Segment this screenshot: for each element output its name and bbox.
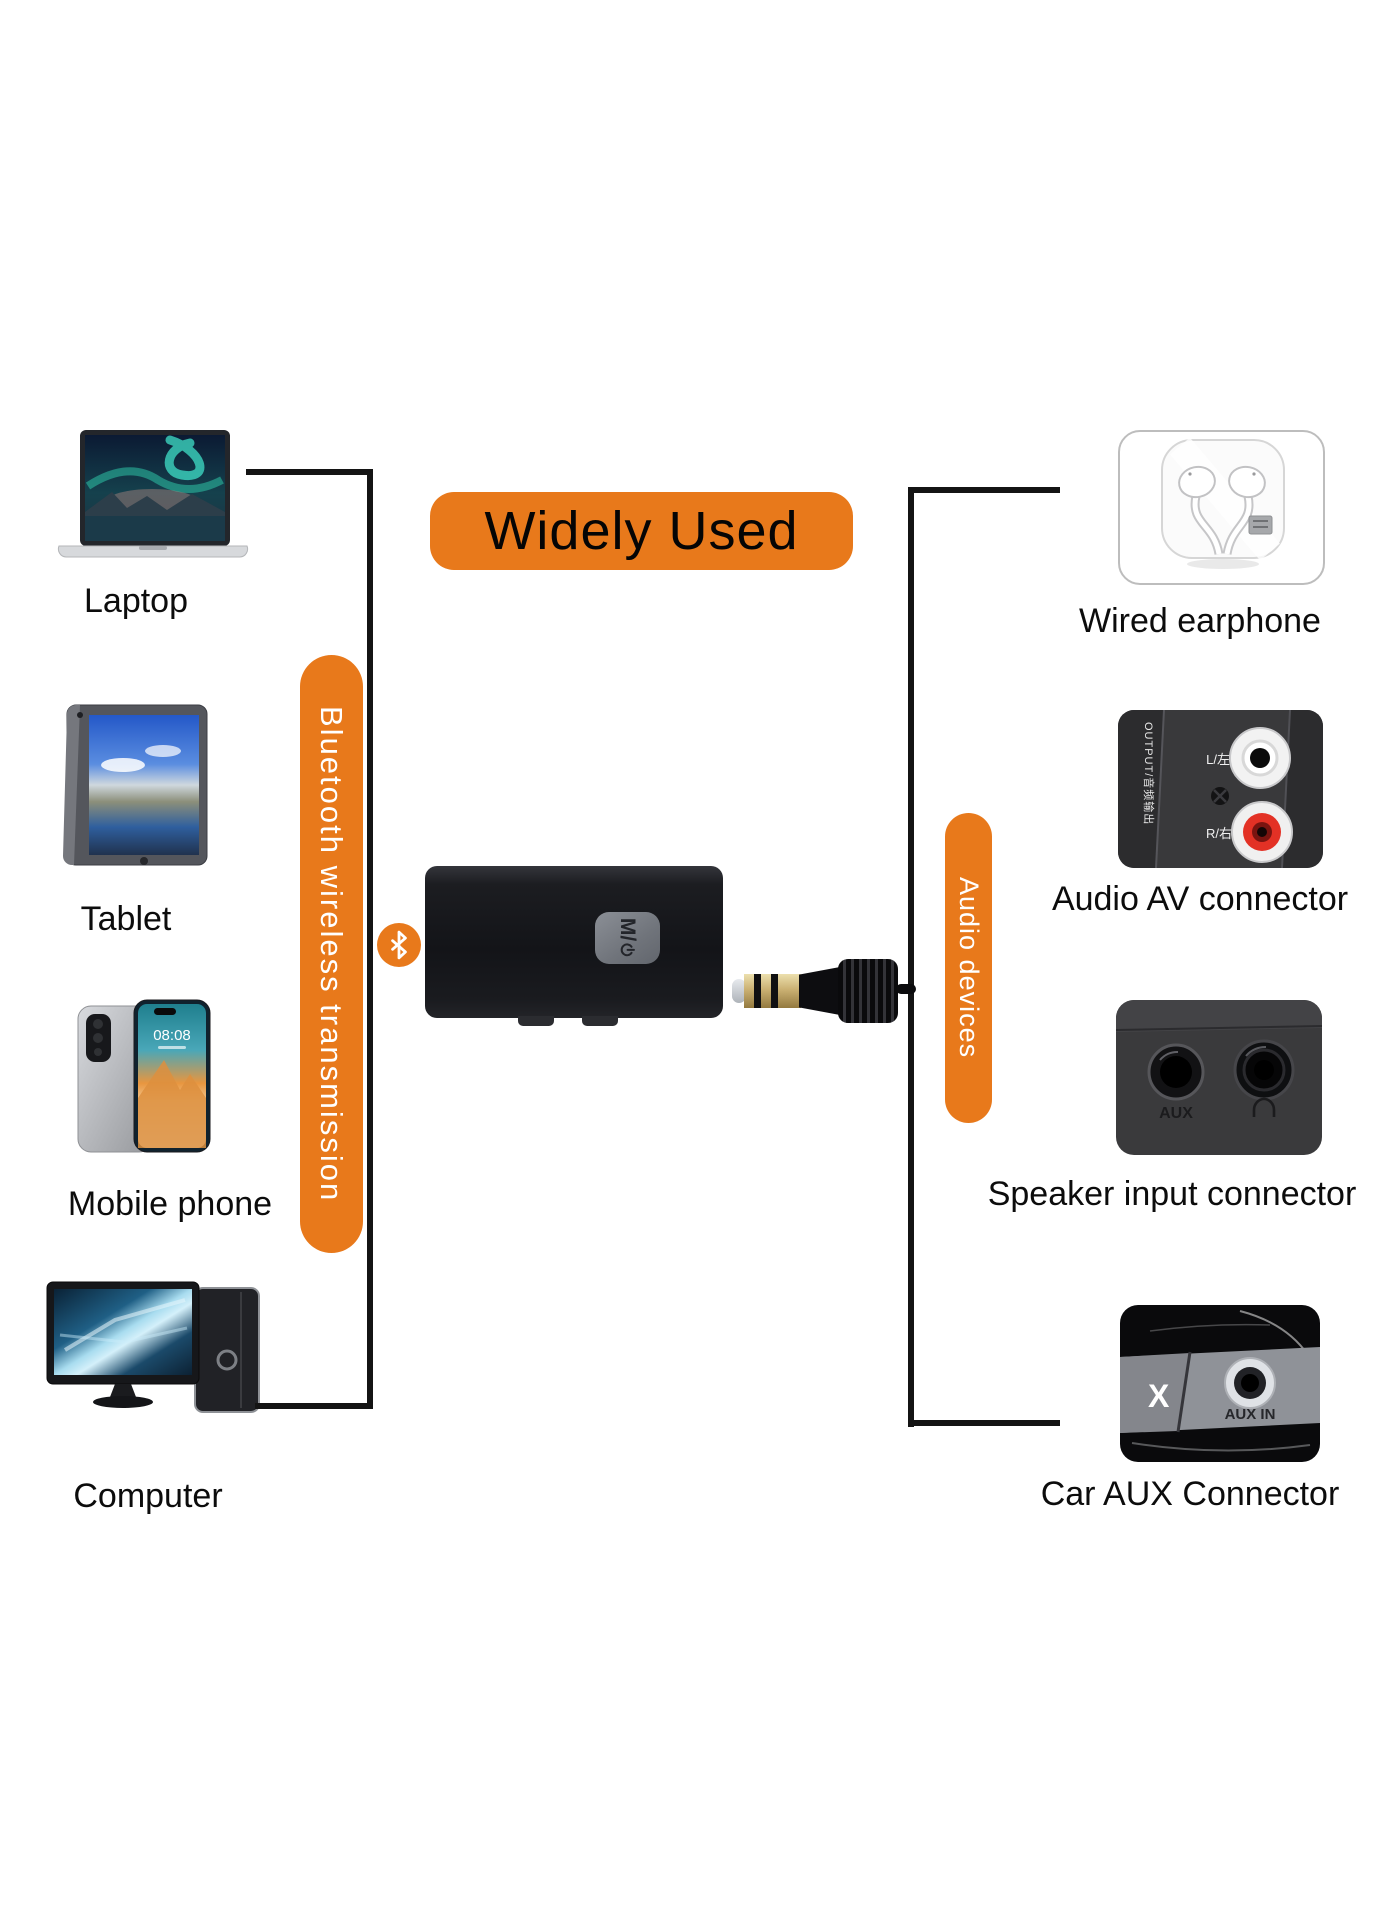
car-aux-in-label: AUX IN <box>1225 1406 1276 1423</box>
aux-plug-shaft <box>744 974 801 1008</box>
car-aux-connector-label: Car AUX Connector <box>1040 1475 1340 1513</box>
bluetooth-icon <box>377 923 421 967</box>
av-right-label: R/右 <box>1206 826 1232 841</box>
adapter-clip <box>518 1016 554 1026</box>
left-bracket-bottom-stub <box>255 1403 373 1409</box>
aux-plug-tip <box>732 979 746 1003</box>
title-text: Widely Used <box>484 501 799 561</box>
mobile-phone-icon: 08:08 <box>77 999 211 1153</box>
tablet-image <box>63 703 213 874</box>
aux-plug-cone <box>799 967 840 1015</box>
wired-earphone-image <box>1118 430 1325 585</box>
laptop-label: Laptop <box>84 582 188 620</box>
mobile-phone-label: Mobile phone <box>67 1185 273 1223</box>
phone-clock: 08:08 <box>153 1027 191 1044</box>
wired-earphone-label: Wired earphone <box>1079 602 1321 640</box>
audio-av-connector-image: OUTPUT/音频输出 L/左 R/右 <box>1118 709 1323 873</box>
adapter-mode-power-button: M/ <box>595 912 660 964</box>
right-bracket-top-stub <box>908 487 1060 493</box>
car-aux-icon: X AUX IN <box>1120 1305 1320 1462</box>
mobile-phone-image: 08:08 <box>76 998 212 1165</box>
left-bracket-top-stub <box>246 469 373 475</box>
adapter-button-label: M/ <box>616 917 640 942</box>
laptop-image <box>52 428 254 569</box>
computer-icon <box>46 1281 260 1413</box>
speaker-connector-icon: AUX <box>1115 1000 1323 1155</box>
speaker-input-connector-label: Speaker input connector <box>987 1175 1357 1213</box>
right-bracket-bottom-stub <box>908 1420 1060 1426</box>
bluetooth-adapter-image: M/ <box>425 866 723 1026</box>
laptop-icon <box>57 430 249 558</box>
speaker-aux-label: AUX <box>1159 1105 1193 1122</box>
title-banner: Widely Used <box>430 492 853 570</box>
computer-label: Computer <box>73 1477 223 1515</box>
bluetooth-transmission-banner: Bluetooth wireless transmission <box>300 655 363 1253</box>
speaker-input-connector-image: AUX <box>1115 1000 1323 1160</box>
computer-image <box>45 1280 273 1439</box>
av-connector-icon: OUTPUT/音频输出 L/左 R/右 <box>1118 709 1323 869</box>
audio-av-connector-label: Audio AV connector <box>1051 880 1349 918</box>
car-aux-connector-image: X AUX IN <box>1120 1305 1320 1467</box>
adapter-clip <box>582 1016 618 1026</box>
aux-plug-strain-relief <box>838 959 898 1023</box>
av-output-label: OUTPUT/音频输出 <box>1142 722 1156 825</box>
car-partial-label: X <box>1148 1378 1170 1414</box>
power-icon <box>621 943 636 957</box>
av-left-label: L/左 <box>1206 752 1230 767</box>
headphone-icon <box>1252 1097 1276 1117</box>
left-bracket-vertical-line <box>367 469 373 1409</box>
audio-devices-banner: Audio devices <box>945 813 992 1123</box>
tablet-icon <box>63 704 208 866</box>
right-bracket-vertical-line <box>908 487 914 1427</box>
earphone-icon <box>1161 437 1285 569</box>
aux-cable <box>896 984 916 994</box>
tablet-label: Tablet <box>80 900 172 938</box>
